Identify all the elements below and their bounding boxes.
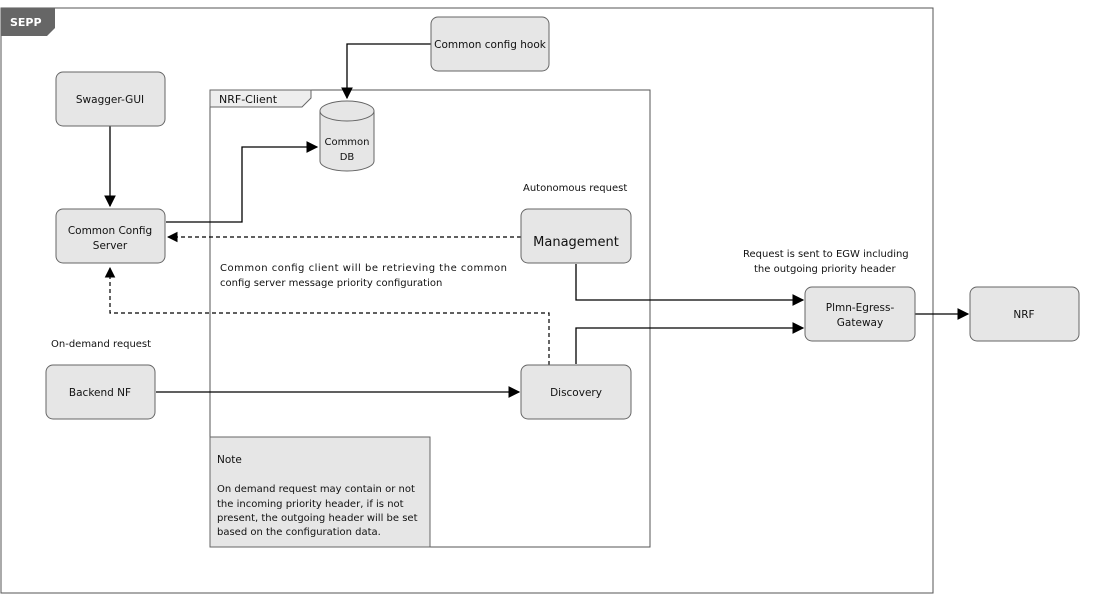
sepp-frame — [0, 7, 934, 594]
nrf-client-label: NRF-Client — [219, 93, 278, 106]
retrieve-note-line2: config server message priority configura… — [220, 278, 442, 289]
plmn-egress-gateway-label-line1: Plmn-Egress- — [826, 302, 895, 314]
common-config-server-node[interactable]: Common Config Server — [55, 208, 166, 264]
nrf-node[interactable]: NRF — [969, 286, 1080, 342]
swagger-gui-label: Swagger-GUI — [76, 94, 144, 106]
common-config-server-label-line2: Server — [93, 240, 128, 252]
edge-hook-to-db — [341, 43, 431, 100]
common-db-label-line1: Common — [324, 137, 369, 148]
on-demand-request-label: On-demand request — [51, 339, 151, 350]
backend-nf-label: Backend NF — [69, 387, 131, 399]
plmn-egress-gateway-label-line2: Gateway — [837, 317, 883, 329]
backend-nf-node[interactable]: Backend NF — [45, 364, 156, 420]
management-node[interactable]: Management — [520, 208, 632, 264]
swagger-gui-node[interactable]: Swagger-GUI — [55, 71, 166, 127]
plmn-egress-gateway-node[interactable]: Plmn-Egress- Gateway — [804, 286, 916, 342]
edge-discovery-to-egw — [575, 322, 805, 364]
edge-discovery-to-ccs — [104, 266, 550, 365]
nrf-label: NRF — [1013, 309, 1034, 321]
sepp-tab — [1, 8, 55, 36]
nrf-client-tab — [209, 89, 312, 108]
note-line-4: based on the configuration data. — [217, 527, 381, 538]
note-title: Note — [217, 454, 242, 466]
management-label: Management — [533, 235, 619, 250]
autonomous-request-label: Autonomous request — [523, 183, 627, 194]
common-config-server-label-line1: Common Config — [68, 225, 152, 237]
common-db-node[interactable]: Common DB — [319, 100, 375, 172]
edge-ccs-to-db — [166, 141, 319, 223]
egw-note-line2: the outgoing priority header — [754, 264, 896, 275]
common-config-hook-node[interactable]: Common config hook — [430, 16, 550, 72]
common-db-label-line2: DB — [340, 152, 355, 163]
note-box: Note On demand request may contain or no… — [209, 436, 431, 548]
discovery-label: Discovery — [550, 387, 602, 399]
sepp-label: SEPP — [10, 16, 42, 29]
note-line-2: the incoming priority header, if is not — [217, 499, 404, 510]
edge-management-to-egw — [575, 264, 805, 306]
note-line-1: On demand request may contain or not — [217, 484, 415, 495]
egw-note-line1: Request is sent to EGW including — [743, 249, 909, 260]
discovery-node[interactable]: Discovery — [520, 364, 632, 420]
note-line-3: present, the outgoing header will be set — [217, 513, 418, 524]
retrieve-note-line1: Common config client will be retrieving … — [220, 263, 507, 274]
common-config-hook-label: Common config hook — [434, 39, 547, 51]
